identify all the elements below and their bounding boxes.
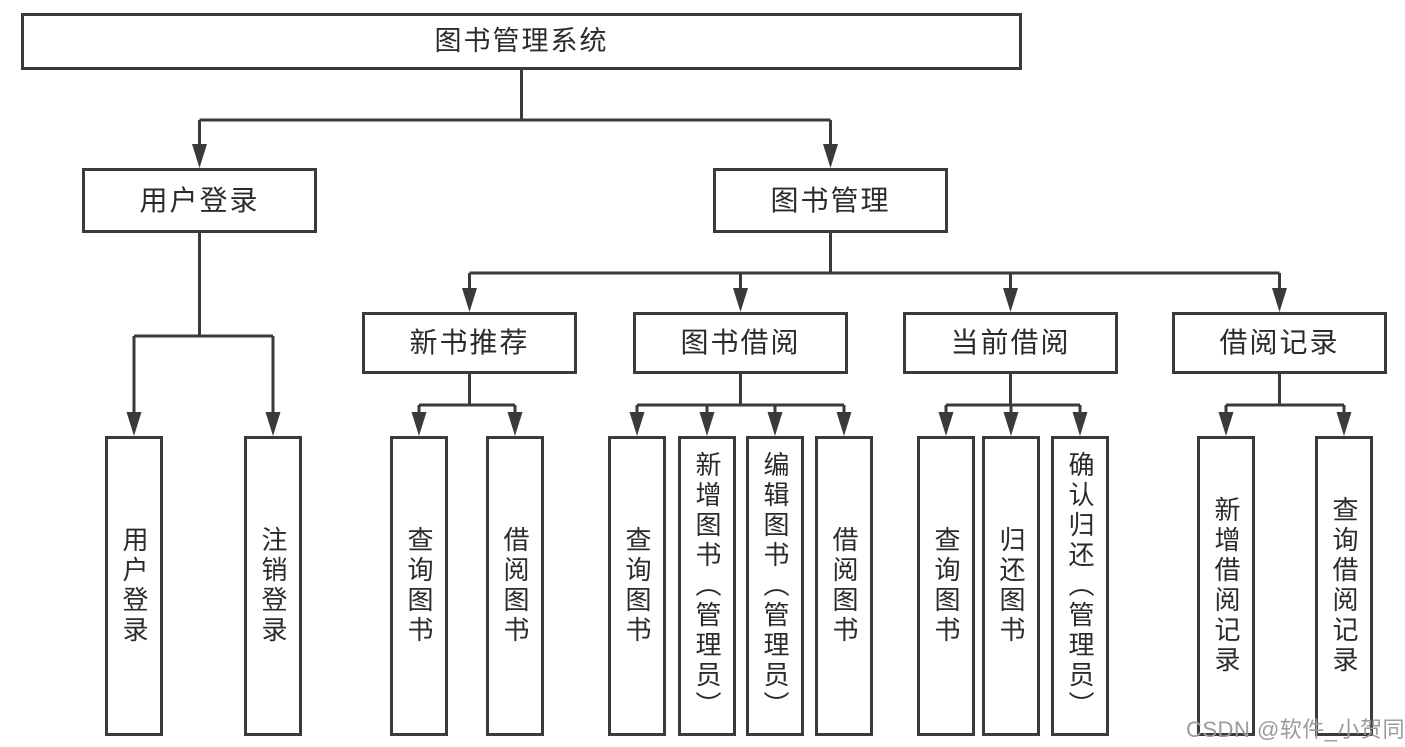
- watermark-text: CSDN @软件_小贺同学: [1186, 717, 1405, 742]
- branch-book-management: 图书管理: [713, 168, 948, 233]
- root-node: 图书管理系统: [21, 13, 1022, 70]
- section-current-borrowing: 当前借阅: [903, 312, 1118, 374]
- leaf-confirm-return-admin: 确认归还（管理员）: [1051, 436, 1109, 736]
- leaf-borrow-books: 借阅图书: [486, 436, 544, 736]
- leaf-query-books: 查询图书: [390, 436, 448, 736]
- leaf-return-books: 归还图书: [982, 436, 1040, 736]
- leaf-add-borrowing-record: 新增借阅记录: [1197, 436, 1255, 736]
- leaf-borrow-books: 借阅图书: [815, 436, 873, 736]
- leaf-edit-book-admin: 编辑图书（管理员）: [746, 436, 804, 736]
- section-book-borrowing: 图书借阅: [633, 312, 848, 374]
- leaf-user-login: 用户登录: [105, 436, 163, 736]
- section-new-book-recommend: 新书推荐: [362, 312, 577, 374]
- leaf-query-books: 查询图书: [917, 436, 975, 736]
- leaf-add-book-admin: 新增图书（管理员）: [678, 436, 736, 736]
- leaf-query-books: 查询图书: [608, 436, 666, 736]
- leaf-query-borrowing-record: 查询借阅记录: [1315, 436, 1373, 736]
- section-borrowing-records: 借阅记录: [1172, 312, 1387, 374]
- leaf-logout-login: 注销登录: [244, 436, 302, 736]
- branch-user-login: 用户登录: [82, 168, 317, 233]
